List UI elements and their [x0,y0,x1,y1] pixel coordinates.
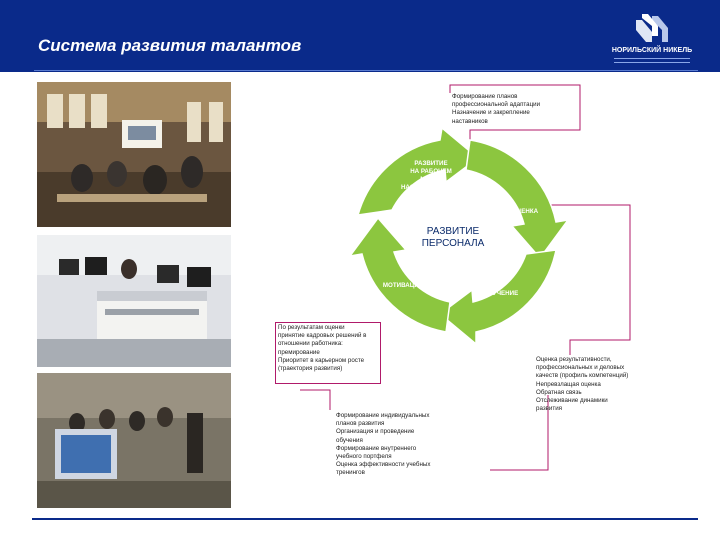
logo-mark-icon [636,14,668,42]
connector-line [490,395,549,471]
note-box-motivation [275,322,381,384]
arrow-assessment [465,139,570,260]
stage-label-development: РАЗВИТИЕ НА РАБОЧЕМ МЕСТЕ НАСТАВНИЧЕСТВО [400,160,462,191]
cycle-center-title: РАЗВИТИЕ ПЕРСОНАЛА [421,226,485,249]
logo-name: НОРИЛЬСКИЙ НИКЕЛЬ [611,47,693,54]
note-motivation: По результатам оценки принятие кадровых … [278,324,367,373]
note-adaptation: Формирование планов профессиональной ада… [452,93,541,125]
connector-line [540,204,631,355]
stage-label-training: ОБУЧЕНИЕ [483,290,519,297]
note-training: Формирование индивидуальных планов разви… [336,412,431,477]
footer-divider [32,518,698,520]
logo-subline [614,58,690,59]
stage-label-motivation: МОТИВАЦИЯ [382,282,424,289]
connector-line [300,389,331,410]
arrow-development [356,126,480,216]
company-logo: НОРИЛЬСКИЙ НИКЕЛЬ [604,12,700,68]
stage-label-assessment: ОЦЕНКА [511,208,539,215]
connector-line [449,84,581,160]
page-title: Система развития талантов [38,36,302,55]
arrow-training [438,249,557,346]
photo-computer-lab [37,235,231,367]
logo-subline [614,62,690,63]
note-assessment: Оценка результативности, профессиональны… [536,356,629,413]
arrow-motivation [348,216,451,333]
header-bar [0,0,720,72]
photo-presentation [37,373,231,508]
header-divider [34,70,698,71]
photo-training-room [37,82,231,227]
